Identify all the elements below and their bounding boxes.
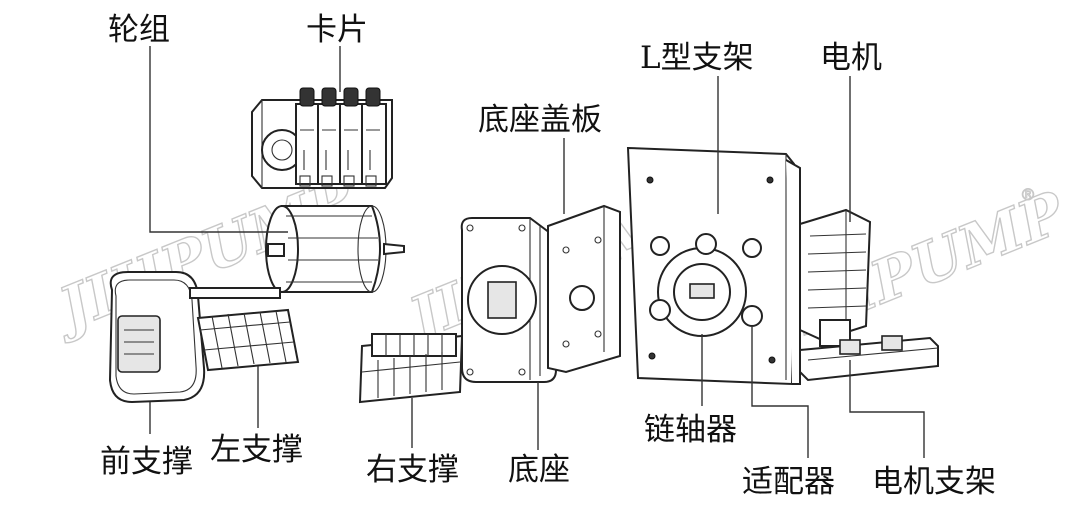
label-left-support: 左支撑 xyxy=(210,432,303,468)
label-cartridge: 卡片 xyxy=(306,12,368,48)
label-l-bracket: L型支架 xyxy=(640,40,754,76)
leader-adapter xyxy=(751,326,809,458)
label-motor-bracket: 电机支架 xyxy=(872,464,996,500)
label-base-cover: 底座盖板 xyxy=(478,102,602,138)
motor-part xyxy=(799,208,872,347)
motor-bracket-part xyxy=(799,335,939,382)
front-support-part xyxy=(108,271,281,404)
watermark-registered-mark: ® xyxy=(1020,185,1036,204)
label-front-support: 前支撑 xyxy=(100,444,193,480)
cartridge-part xyxy=(251,87,393,189)
label-roller-group: 轮组 xyxy=(108,12,170,48)
leader-lines xyxy=(149,46,925,458)
leader-roller-group xyxy=(149,46,288,233)
left-support-part xyxy=(196,308,300,372)
right-support-part xyxy=(358,333,464,404)
base-part xyxy=(460,217,558,383)
label-base: 底座 xyxy=(508,452,570,488)
label-right-support: 右支撑 xyxy=(366,452,459,488)
l-bracket-part xyxy=(626,146,801,386)
leader-motor-bracket xyxy=(849,360,925,458)
roller-group-part xyxy=(265,205,405,293)
label-coupling: 链轴器 xyxy=(644,412,737,448)
base-cover-part xyxy=(547,204,621,374)
label-motor: 电机 xyxy=(820,40,882,76)
label-adapter: 适配器 xyxy=(742,464,835,500)
